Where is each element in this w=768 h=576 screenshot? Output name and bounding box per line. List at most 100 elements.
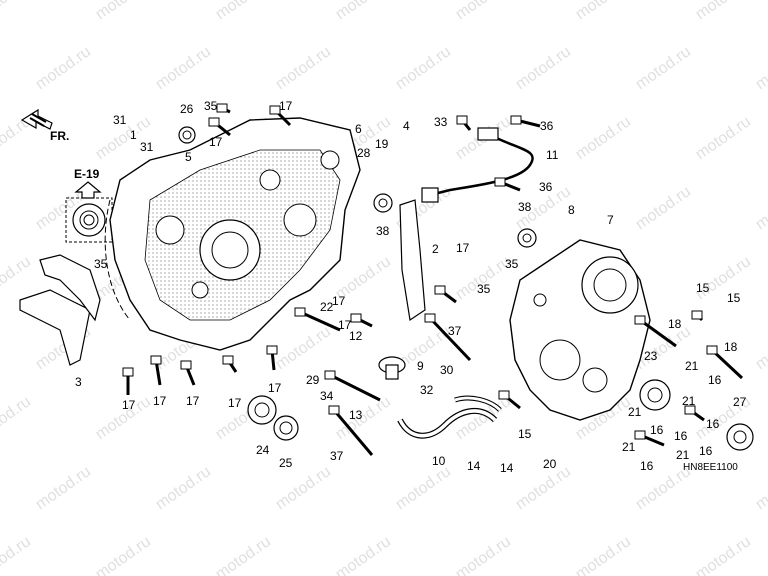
watermark-text: motod.ru bbox=[273, 323, 334, 373]
filler-cap-9 bbox=[378, 356, 406, 380]
callout-number: 35 bbox=[94, 257, 108, 271]
callout-number: 16 bbox=[708, 373, 722, 387]
watermark-text: motod.ru bbox=[513, 43, 574, 93]
bolt-head bbox=[494, 177, 506, 187]
callout-number: 21 bbox=[628, 405, 642, 419]
bolt-head bbox=[706, 345, 718, 355]
callout-number: 24 bbox=[256, 443, 270, 457]
bolt-head bbox=[510, 115, 522, 125]
callout-number: 17 bbox=[332, 294, 346, 308]
callout-number: 23 bbox=[644, 349, 658, 363]
callout-number: 12 bbox=[349, 329, 363, 343]
callout-number: 13 bbox=[349, 408, 363, 422]
watermark-text: motod.ru bbox=[213, 0, 274, 23]
callout-number: 3 bbox=[75, 375, 82, 389]
watermark-text: motod.ru bbox=[93, 0, 154, 23]
bolt-head bbox=[456, 115, 468, 125]
plate-2 bbox=[399, 199, 426, 322]
bolt-head bbox=[294, 307, 306, 317]
callout-number: 17 bbox=[338, 318, 352, 332]
callout-number: 9 bbox=[417, 359, 424, 373]
callout-number: 16 bbox=[650, 423, 664, 437]
watermark-text: motod.ru bbox=[753, 183, 768, 233]
watermark-text: motod.ru bbox=[453, 533, 514, 576]
bolt-head bbox=[150, 355, 162, 365]
callout-number: 16 bbox=[699, 444, 713, 458]
watermark-text: motod.ru bbox=[573, 113, 634, 163]
bolt-head bbox=[269, 105, 281, 115]
watermark-text: motod.ru bbox=[693, 0, 754, 23]
callout-number: 30 bbox=[440, 363, 454, 377]
callout-number: 31 bbox=[140, 140, 154, 154]
watermark-text: motod.ru bbox=[633, 183, 694, 233]
bolt-head bbox=[691, 310, 703, 320]
watermark-text: motod.ru bbox=[273, 463, 334, 513]
watermark-text: motod.ru bbox=[0, 253, 34, 303]
right-crankcase-cover bbox=[509, 239, 651, 421]
callout-number: 17 bbox=[456, 241, 470, 255]
callout-number: 8 bbox=[568, 203, 575, 217]
callout-number: 6 bbox=[355, 122, 362, 136]
bolt-shaft bbox=[332, 409, 374, 456]
seal-38b bbox=[517, 228, 537, 248]
bolt-head bbox=[498, 390, 510, 400]
callout-number: 25 bbox=[279, 456, 293, 470]
watermark-text: motod.ru bbox=[393, 43, 454, 93]
callout-number: 21 bbox=[622, 440, 636, 454]
callout-number: 10 bbox=[432, 454, 446, 468]
watermark-text: motod.ru bbox=[333, 0, 394, 23]
watermark-text: motod.ru bbox=[753, 43, 768, 93]
bolt-head bbox=[122, 367, 134, 377]
bolt-head bbox=[222, 355, 234, 365]
watermark-text: motod.ru bbox=[273, 43, 334, 93]
watermark-text: motod.ru bbox=[693, 253, 754, 303]
callout-number: 31 bbox=[113, 113, 127, 127]
bolt-head bbox=[328, 405, 340, 415]
breather-tube-part bbox=[397, 395, 502, 439]
seal-27 bbox=[726, 423, 754, 451]
bolt-shaft bbox=[639, 318, 677, 348]
callout-number: 1 bbox=[130, 128, 137, 142]
bolt-head bbox=[684, 405, 696, 415]
watermark-text: motod.ru bbox=[33, 463, 94, 513]
front-direction-label: FR. bbox=[50, 129, 69, 143]
watermark-text: motod.ru bbox=[153, 463, 214, 513]
callout-number: 38 bbox=[518, 200, 532, 214]
front-direction-arrow-icon bbox=[20, 108, 53, 130]
callout-number: 35 bbox=[204, 99, 218, 113]
callout-number: 15 bbox=[696, 281, 710, 295]
callout-number: 17 bbox=[209, 135, 223, 149]
callout-number: 15 bbox=[518, 427, 532, 441]
watermark-text: motod.ru bbox=[453, 0, 514, 23]
bolt-head bbox=[434, 285, 446, 295]
watermark-text: motod.ru bbox=[153, 43, 214, 93]
callout-number: 17 bbox=[268, 381, 282, 395]
watermark-text: motod.ru bbox=[573, 533, 634, 576]
bolt-shaft bbox=[299, 310, 341, 332]
callout-number: 18 bbox=[668, 317, 682, 331]
bolt-head bbox=[180, 360, 192, 370]
callout-number: 14 bbox=[500, 461, 514, 475]
watermark-text: motod.ru bbox=[753, 463, 768, 513]
watermark-text: motod.ru bbox=[0, 393, 34, 443]
callout-number: 17 bbox=[279, 99, 293, 113]
bracket-part bbox=[19, 254, 101, 366]
watermark-text: motod.ru bbox=[0, 0, 34, 23]
watermark-text: motod.ru bbox=[33, 43, 94, 93]
seal-25 bbox=[273, 415, 299, 441]
callout-number: 16 bbox=[674, 429, 688, 443]
bolt-head bbox=[324, 370, 336, 380]
callout-number: 37 bbox=[330, 449, 344, 463]
watermark-text: motod.ru bbox=[333, 533, 394, 576]
callout-number: 22 bbox=[320, 300, 334, 314]
callout-number: 35 bbox=[477, 282, 491, 296]
reference-label: E-19 bbox=[74, 167, 100, 181]
callout-number: 2 bbox=[432, 242, 439, 256]
callout-number: 14 bbox=[467, 459, 481, 473]
callout-number: 17 bbox=[186, 394, 200, 408]
callout-number: 18 bbox=[724, 340, 738, 354]
bolt-shaft bbox=[428, 316, 472, 362]
callout-number: 21 bbox=[685, 359, 699, 373]
seal-38a bbox=[373, 193, 393, 213]
